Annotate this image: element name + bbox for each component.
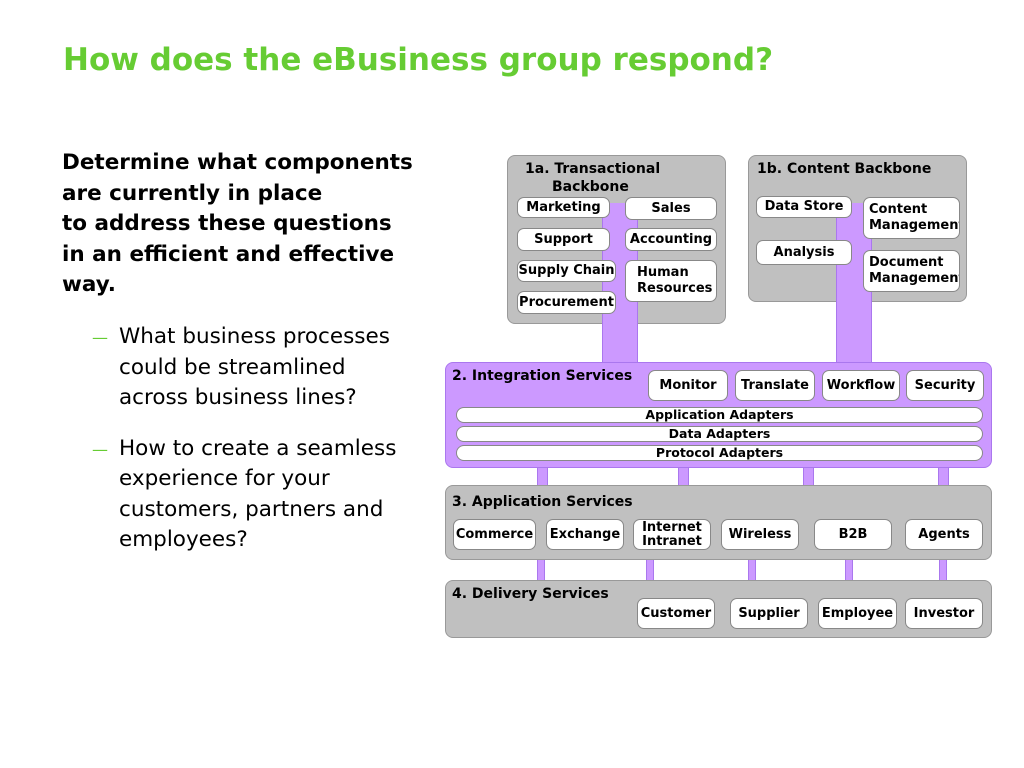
bullet-line: employees? bbox=[119, 527, 248, 552]
lead-line: Determine what components bbox=[62, 150, 413, 175]
bullet-line: experience for your bbox=[119, 466, 330, 491]
document-management-box: Document Management bbox=[863, 250, 960, 292]
analysis-box: Analysis bbox=[756, 240, 852, 265]
procurement-box: Procurement bbox=[517, 291, 616, 314]
support-box: Support bbox=[517, 228, 610, 251]
bullet-line: customers, partners and bbox=[119, 496, 384, 522]
data-store-box: Data Store bbox=[756, 196, 852, 218]
lead-line: in an efficient and effective bbox=[62, 241, 395, 267]
bullet-line: across business lines? bbox=[119, 385, 357, 410]
bullet-list: — What business processes could be strea… bbox=[92, 322, 432, 576]
exchange-box: Exchange bbox=[546, 519, 624, 550]
employee-box: Employee bbox=[818, 598, 897, 629]
bullet-line: could be streamlined bbox=[119, 354, 346, 380]
bullet-item: — How to create a seamless experience fo… bbox=[92, 434, 432, 556]
workflow-box: Workflow bbox=[822, 370, 900, 401]
translate-box: Translate bbox=[735, 370, 815, 401]
wireless-box: Wireless bbox=[721, 519, 799, 550]
bullet-dash: — bbox=[92, 439, 108, 459]
monitor-box: Monitor bbox=[648, 370, 728, 401]
content-backbone-title: 1b. Content Backbone bbox=[757, 161, 932, 177]
lead-line: to address these questions bbox=[62, 211, 392, 236]
b2b-box: B2B bbox=[814, 519, 892, 550]
bullet-dash: — bbox=[92, 328, 108, 347]
lead-line: are currently in place bbox=[62, 180, 323, 206]
data-adapters-bar: Data Adapters bbox=[456, 426, 983, 442]
protocol-adapters-bar: Protocol Adapters bbox=[456, 445, 983, 461]
supply-chain-box: Supply Chain bbox=[517, 260, 616, 282]
accounting-box: Accounting bbox=[625, 228, 717, 251]
integration-services-title: 2. Integration Services bbox=[452, 368, 633, 384]
bullet-line: What business processes bbox=[119, 324, 390, 349]
human-resources-box: Human Resources bbox=[625, 260, 717, 302]
internet-intranet-box: Internet Intranet bbox=[633, 519, 711, 550]
supplier-box: Supplier bbox=[730, 598, 808, 629]
application-adapters-bar: Application Adapters bbox=[456, 407, 983, 423]
agents-box: Agents bbox=[905, 519, 983, 550]
slide-title: How does the eBusiness group respond? bbox=[63, 42, 774, 78]
bullet-item: — What business processes could be strea… bbox=[92, 322, 432, 414]
marketing-box: Marketing bbox=[517, 197, 610, 218]
title-line: 1a. Transactional bbox=[525, 161, 661, 177]
sales-box: Sales bbox=[625, 197, 717, 220]
lead-text: Determine what components are currently … bbox=[62, 148, 452, 301]
lead-line: way. bbox=[62, 272, 116, 297]
content-management-box: Content Management bbox=[863, 197, 960, 239]
bullet-line: How to create a seamless bbox=[119, 435, 397, 461]
application-services-panel bbox=[445, 485, 992, 560]
transactional-backbone-title: 1a. Transactional Backbone bbox=[525, 160, 660, 196]
investor-box: Investor bbox=[905, 598, 983, 629]
application-services-title: 3. Application Services bbox=[452, 494, 633, 510]
security-box: Security bbox=[906, 370, 984, 401]
customer-box: Customer bbox=[637, 598, 715, 629]
commerce-box: Commerce bbox=[453, 519, 536, 550]
delivery-services-panel bbox=[445, 580, 992, 638]
title-line: Backbone bbox=[552, 179, 629, 195]
delivery-services-title: 4. Delivery Services bbox=[452, 586, 609, 602]
